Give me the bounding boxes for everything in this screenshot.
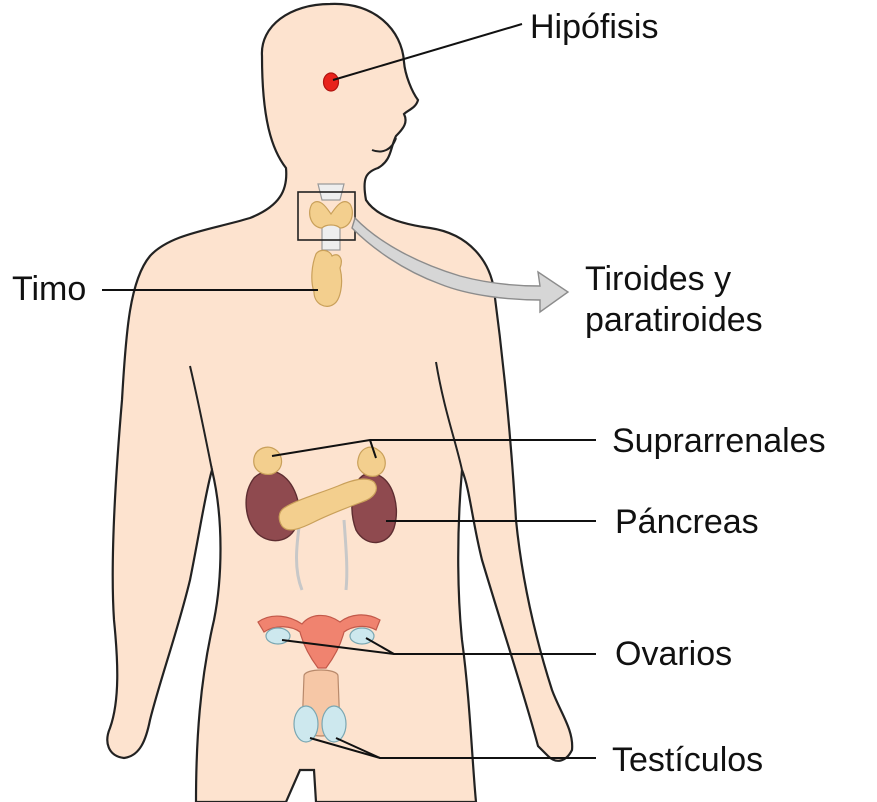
label-pancreas: Páncreas [615, 503, 759, 541]
label-timo: Timo [12, 270, 86, 308]
label-hipofisis: Hipófisis [530, 8, 658, 46]
label-testiculos: Testículos [612, 741, 763, 779]
right-adrenal-gland [358, 447, 386, 476]
label-tiroides-line2: paratiroides [585, 301, 763, 339]
body-outline [107, 4, 572, 802]
label-tiroides-line1: Tiroides y [585, 260, 731, 298]
pituitary-gland [324, 73, 339, 91]
body-silhouette [107, 4, 572, 802]
label-ovarios: Ovarios [615, 635, 732, 673]
left-ovary [266, 628, 290, 644]
left-testis [294, 706, 318, 742]
left-adrenal-gland [254, 447, 282, 474]
right-testis [322, 706, 346, 742]
thymus-gland [312, 250, 342, 306]
label-suprarrenales: Suprarrenales [612, 422, 826, 460]
